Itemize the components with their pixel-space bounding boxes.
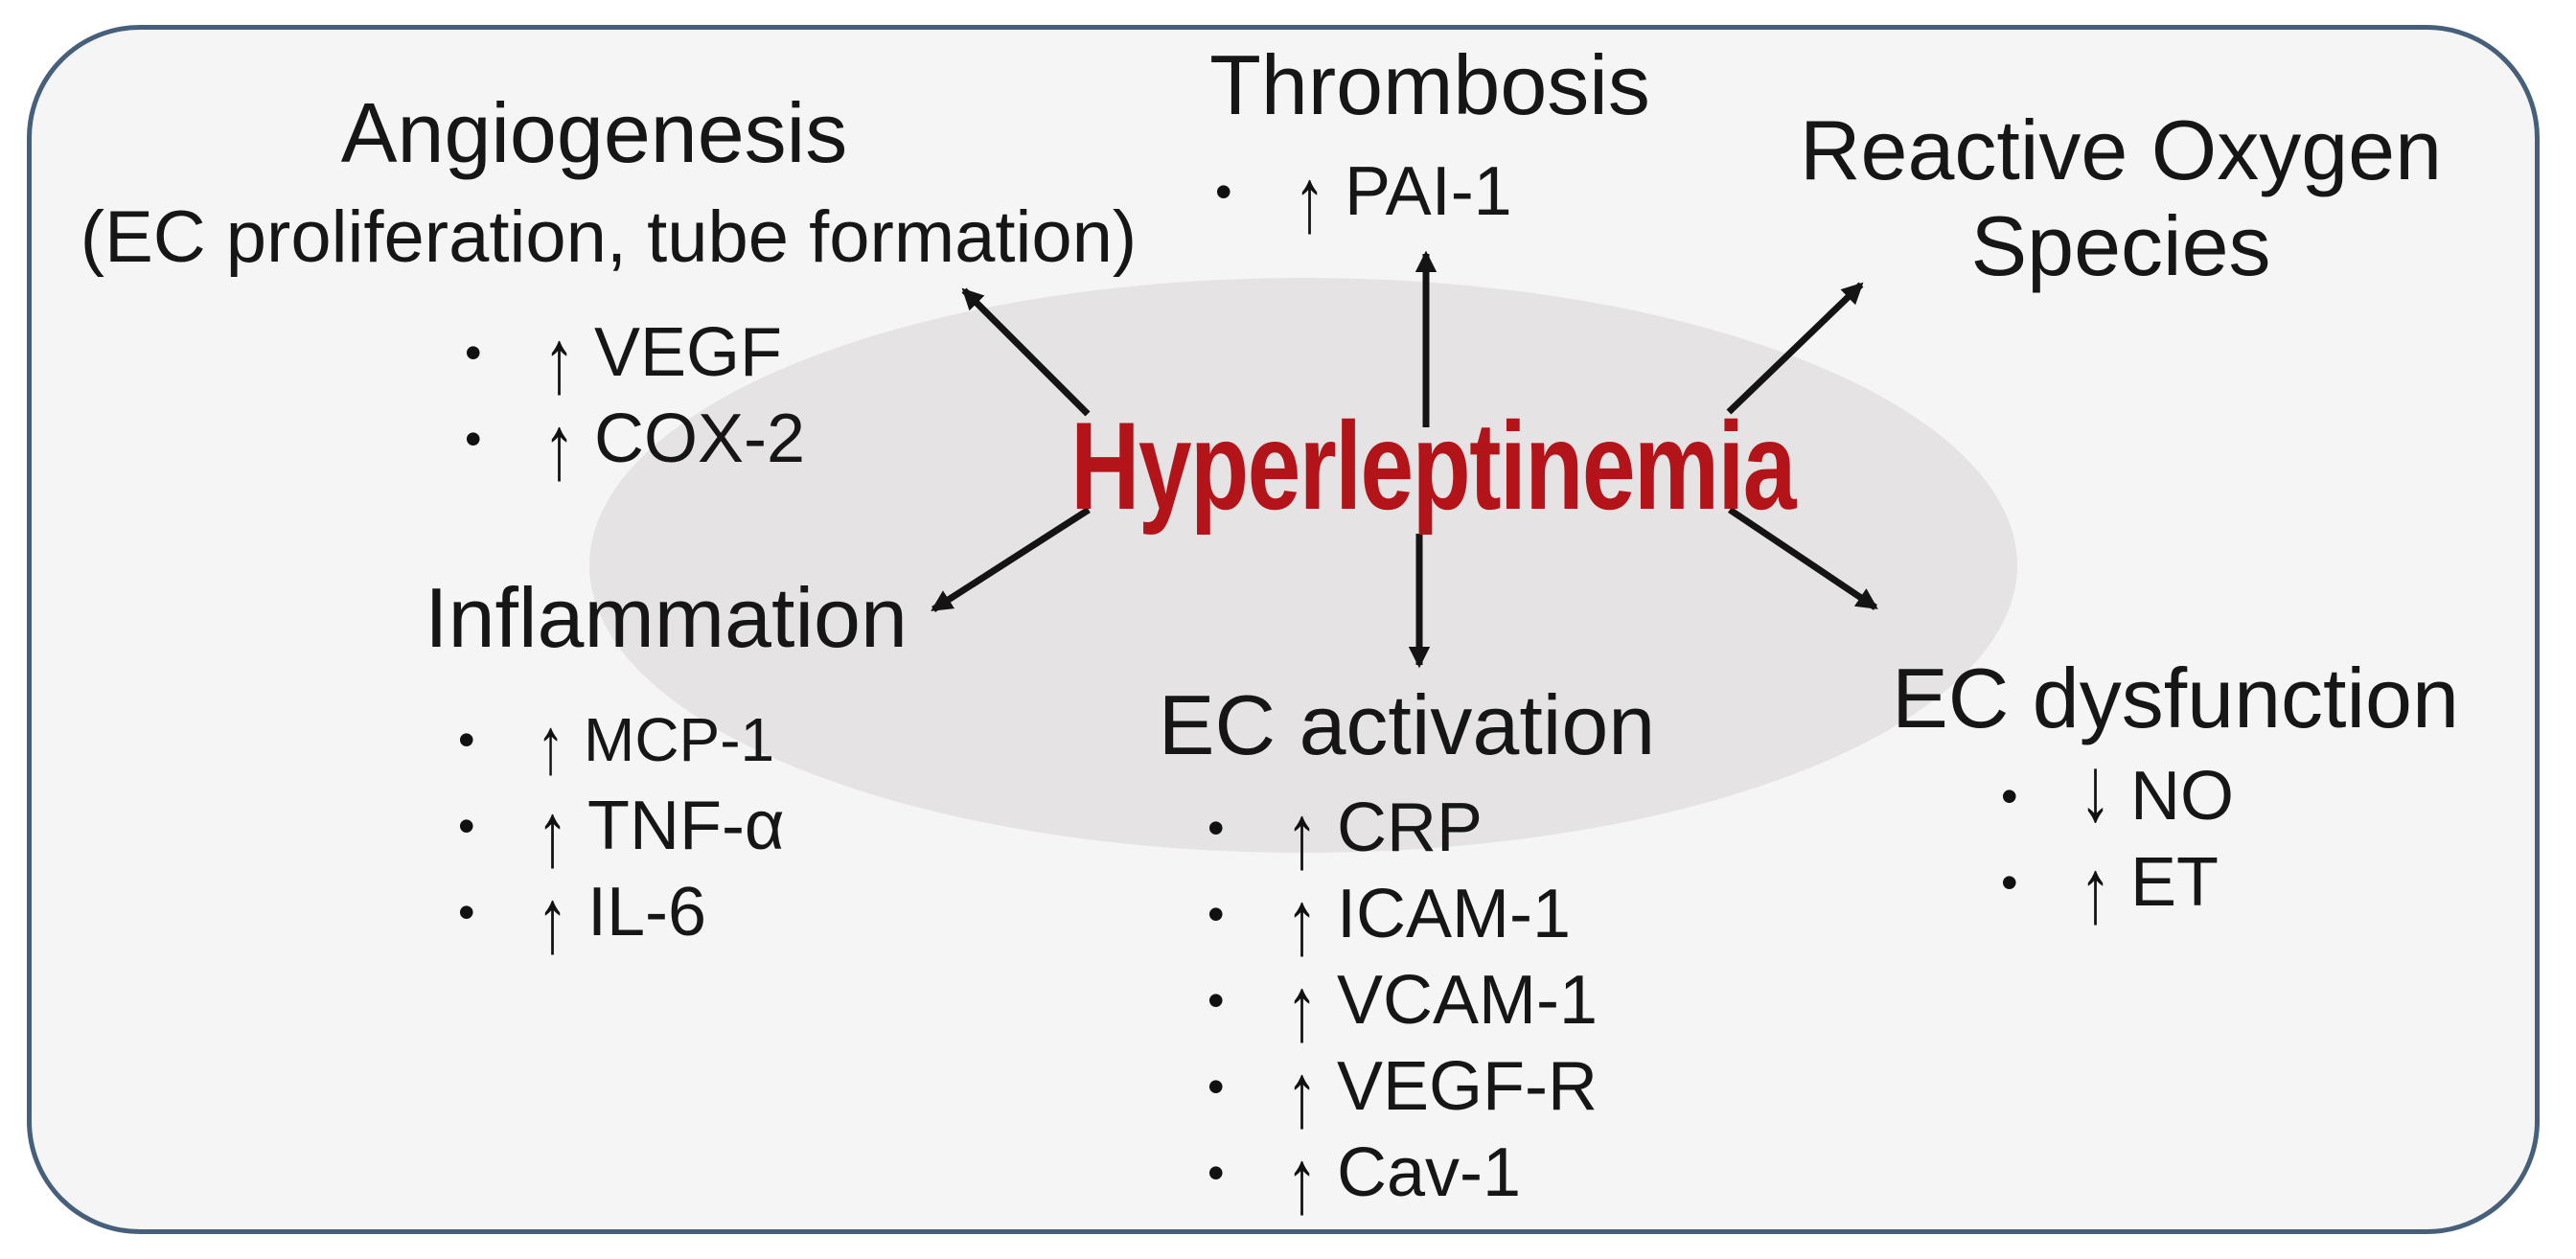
bullet-icon: • — [1215, 165, 1232, 218]
bullet-icon: • — [1208, 887, 1225, 941]
up-arrow-icon: ↑ — [537, 782, 568, 885]
list-item: • ↑ PAI-1 — [1215, 149, 1512, 245]
inflammation-title: Inflammation — [425, 570, 908, 665]
list-item: • ↑ COX-2 — [465, 396, 806, 492]
bullet-icon: • — [2001, 856, 2018, 909]
item-label: PAI-1 — [1345, 153, 1512, 230]
bullet-icon: • — [2001, 769, 2018, 823]
item-label: ICAM-1 — [1337, 876, 1572, 952]
bullet-icon: • — [1208, 801, 1225, 855]
item-label: Cav-1 — [1337, 1134, 1522, 1211]
ec-activation-list: • ↑ CRP • ↑ ICAM-1 • ↑ VCAM-1 • ↑ VEGF-R… — [1208, 785, 1598, 1226]
up-arrow-icon: ↑ — [1286, 1129, 1318, 1232]
ec-activation-title: EC activation — [1158, 677, 1656, 772]
item-label: VEGF — [594, 314, 783, 391]
list-item: • ↓ NO — [2001, 743, 2234, 839]
ec-dysfunction-title: EC dysfunction — [1892, 651, 2459, 745]
item-label: ET — [2130, 844, 2220, 921]
bullet-icon: • — [458, 799, 475, 853]
bullet-icon: • — [1208, 973, 1225, 1027]
item-label: NO — [2130, 758, 2234, 835]
thrombosis-list: • ↑ PAI-1 — [1215, 149, 1512, 245]
up-arrow-icon: ↑ — [1286, 1042, 1318, 1146]
list-item: • ↑ Cav-1 — [1208, 1130, 1598, 1226]
background-ellipse — [589, 278, 2017, 853]
arrow-to-inflammation-icon — [931, 507, 1091, 612]
list-item: • ↑ VEGF — [465, 309, 805, 406]
list-item: • ↑ IL-6 — [458, 869, 785, 966]
angiogenesis-title: Angiogenesis — [340, 85, 848, 180]
ec-dysfunction-list: • ↓ NO • ↑ ET — [2001, 743, 2234, 936]
up-arrow-icon: ↑ — [1286, 956, 1318, 1060]
list-item: • ↑ MCP-1 — [458, 697, 785, 787]
up-arrow-icon: ↑ — [2080, 838, 2111, 942]
item-label: TNF-α — [587, 788, 785, 864]
angiogenesis-list: • ↑ VEGF • ↑ COX-2 — [465, 309, 806, 492]
angiogenesis-subtitle: (EC proliferation, tube formation) — [80, 196, 1138, 278]
arrow-to-reactive-oxygen-species-icon — [1726, 282, 1864, 415]
up-arrow-icon: ↑ — [1286, 784, 1318, 887]
arrow-to-ec-dysfunction-icon — [1728, 507, 1878, 610]
bullet-icon: • — [465, 412, 482, 466]
bullet-icon: • — [458, 713, 475, 767]
item-label: MCP-1 — [584, 705, 775, 774]
up-arrow-icon: ↑ — [543, 395, 575, 498]
up-arrow-icon: ↑ — [1286, 870, 1318, 973]
ros-title-line1: Reactive Oxygen — [1799, 103, 2443, 197]
bullet-icon: • — [458, 885, 475, 939]
up-arrow-icon: ↑ — [537, 868, 568, 972]
hyperleptinemia-title: Hyperleptinemia — [1070, 396, 1796, 536]
list-item: • ↑ VCAM-1 — [1208, 957, 1598, 1054]
up-arrow-icon: ↑ — [543, 309, 575, 412]
arrow-to-angiogenesis-icon — [961, 287, 1091, 417]
list-item: • ↑ CRP — [1208, 785, 1598, 881]
down-arrow-icon: ↓ — [2080, 737, 2111, 840]
list-item: • ↑ VEGF-R — [1208, 1043, 1598, 1140]
item-label: COX-2 — [594, 401, 806, 477]
item-label: IL-6 — [587, 874, 707, 950]
bullet-icon: • — [1208, 1146, 1225, 1200]
ros-title-line2: Species — [1970, 198, 2271, 293]
list-item: • ↑ ET — [2001, 839, 2234, 936]
item-label: VCAM-1 — [1337, 962, 1598, 1039]
thrombosis-title: Thrombosis — [1209, 37, 1650, 132]
list-item: • ↑ TNF-α — [458, 783, 785, 880]
up-arrow-icon: ↑ — [537, 700, 564, 791]
reactive-oxygen-species-title: Reactive Oxygen Species — [1800, 103, 2442, 294]
up-arrow-icon: ↑ — [1294, 148, 1325, 251]
inflammation-list: • ↑ MCP-1 • ↑ TNF-α • ↑ IL-6 — [458, 697, 785, 966]
bullet-icon: • — [465, 326, 482, 379]
bullet-icon: • — [1208, 1060, 1225, 1113]
item-label: CRP — [1337, 790, 1484, 866]
list-item: • ↑ ICAM-1 — [1208, 871, 1598, 968]
item-label: VEGF-R — [1337, 1048, 1598, 1125]
